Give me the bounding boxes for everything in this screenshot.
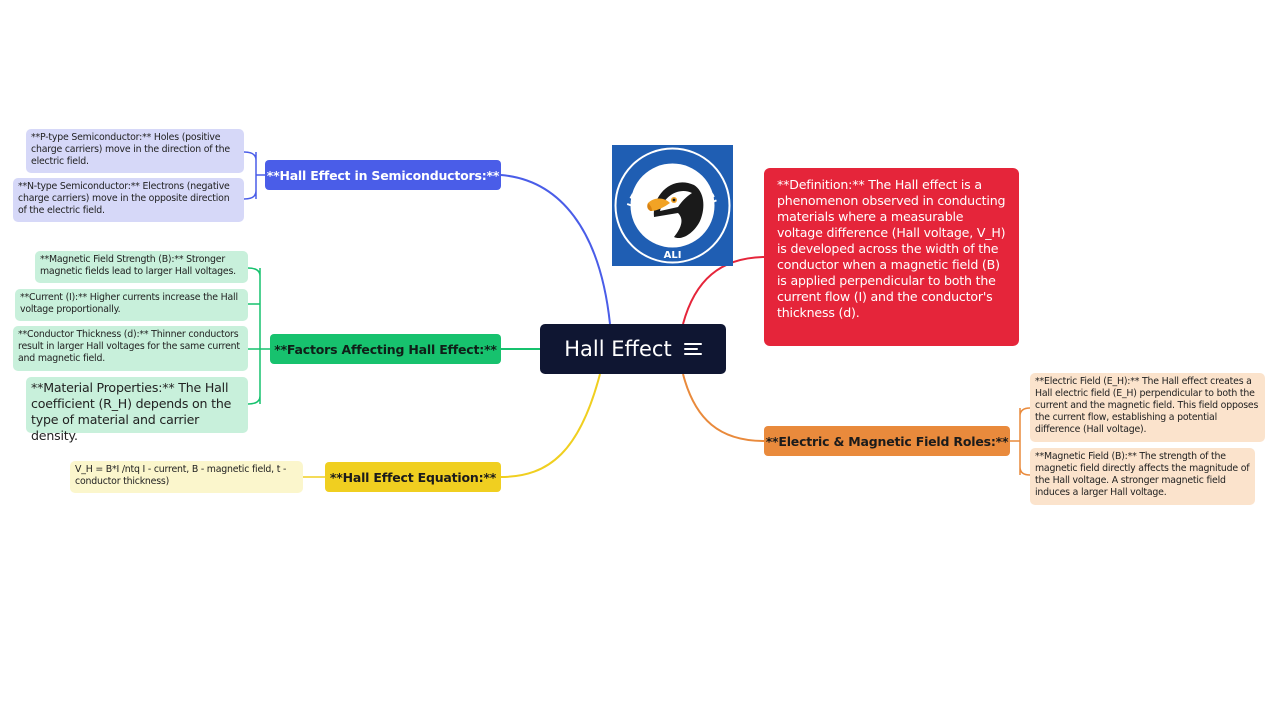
leaf-magnetic-strength[interactable]: **Magnetic Field Strength (B):** Stronge… [35, 251, 248, 283]
link-center-equation [500, 373, 601, 478]
definition-card[interactable]: **Definition:** The Hall effect is a phe… [764, 168, 1019, 346]
leaf-material[interactable]: **Material Properties:** The Hall coeffi… [26, 377, 248, 443]
leaf-magnetic-field[interactable]: **Magnetic Field (B):** The strength of … [1030, 448, 1255, 505]
branch-field-roles[interactable]: **Electric & Magnetic Field Roles:** [764, 426, 1010, 456]
link-center-definition [682, 256, 765, 325]
link-center-fields [682, 373, 765, 442]
leaf-electric-field[interactable]: **Electric Field (E_H):** The Hall effec… [1030, 373, 1265, 442]
bracket-factors [247, 267, 270, 405]
branch-equation[interactable]: **Hall Effect Equation:** [325, 462, 501, 492]
leaf-n-type[interactable]: **N-type Semiconductor:** Electrons (neg… [13, 178, 244, 222]
branch-semiconductors[interactable]: **Hall Effect in Semiconductors:** [265, 160, 501, 190]
leaf-current[interactable]: **Current (I):** Higher currents increas… [15, 289, 248, 321]
central-topic[interactable]: Hall Effect [540, 324, 726, 374]
bracket-semiconductors [243, 151, 265, 200]
leaf-p-type[interactable]: **P-type Semiconductor:** Holes (positiv… [26, 129, 244, 173]
central-topic-title: Hall Effect [564, 337, 672, 361]
leaf-equation[interactable]: V_H = B*I /ntq I - current, B - magnetic… [70, 461, 303, 493]
eagle-logo-icon: A LEVEL & AP PHYSICS ALI [608, 137, 731, 264]
leaf-thickness[interactable]: **Conductor Thickness (d):** Thinner con… [13, 326, 248, 371]
physics-logo: A LEVEL & AP PHYSICS ALI [608, 137, 733, 266]
branch-factors[interactable]: **Factors Affecting Hall Effect:** [270, 334, 501, 364]
link-center-semiconductors [500, 174, 611, 325]
bracket-fields [1010, 407, 1031, 476]
logo-bottom-text: ALI [664, 250, 682, 261]
menu-lines-icon[interactable] [683, 343, 702, 355]
